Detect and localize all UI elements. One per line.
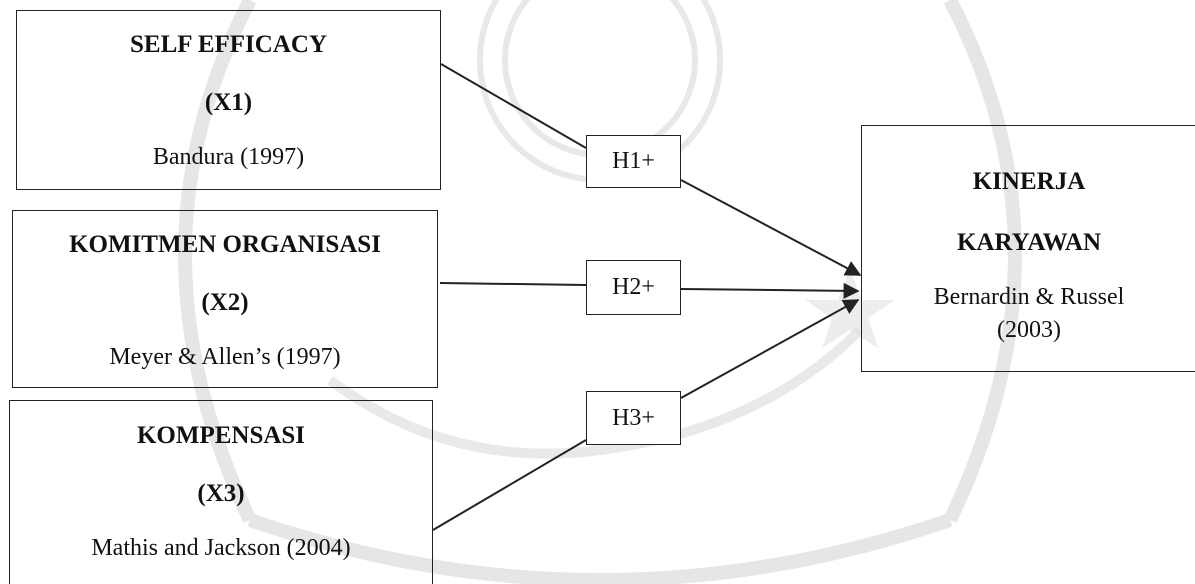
hypothesis-label-h1: H1+ — [586, 135, 681, 188]
arrow-h1-to-y — [680, 179, 862, 276]
variable-title-x2: KOMITMEN ORGANISASI — [69, 231, 381, 258]
arrow-h3-to-y — [680, 299, 860, 399]
variable-reference-x3: Mathis and Jackson (2004) — [91, 535, 351, 561]
variable-reference-x1: Bandura (1997) — [152, 144, 305, 170]
variable-title-y-line1: KINERJA — [972, 168, 1086, 195]
variable-title-x1: SELF EFFICACY — [129, 31, 327, 58]
variable-reference-y-line1: Bernardin & Russel — [933, 284, 1125, 310]
variable-box-kompensasi: KOMPENSASI (X3) Mathis and Jackson (2004… — [9, 400, 433, 584]
arrow-x3-to-h3 — [432, 439, 587, 531]
variable-code-x2: (X2) — [201, 289, 249, 316]
variable-box-kinerja-karyawan: KINERJA KARYAWAN Bernardin & Russel (200… — [861, 125, 1195, 372]
variable-code-x1: (X1) — [204, 89, 253, 116]
hypothesis-label-h2: H2+ — [586, 260, 681, 315]
variable-reference-y-line2: (2003) — [997, 317, 1061, 343]
variable-code-x3: (X3) — [197, 480, 245, 507]
variable-title-x3: KOMPENSASI — [136, 422, 306, 449]
arrow-h2-to-y — [680, 282, 860, 299]
arrow-x1-to-h1 — [440, 63, 587, 149]
variable-reference-x2: Meyer & Allen’s (1997) — [109, 344, 341, 370]
variable-title-y-line2: KARYAWAN — [956, 229, 1102, 256]
variable-box-self-efficacy: SELF EFFICACY (X1) Bandura (1997) — [16, 10, 441, 190]
hypothesis-label-h3: H3+ — [586, 391, 681, 445]
variable-box-komitmen-organisasi: KOMITMEN ORGANISASI (X2) Meyer & Allen’s… — [12, 210, 438, 388]
arrow-x2-to-h2 — [439, 282, 587, 286]
